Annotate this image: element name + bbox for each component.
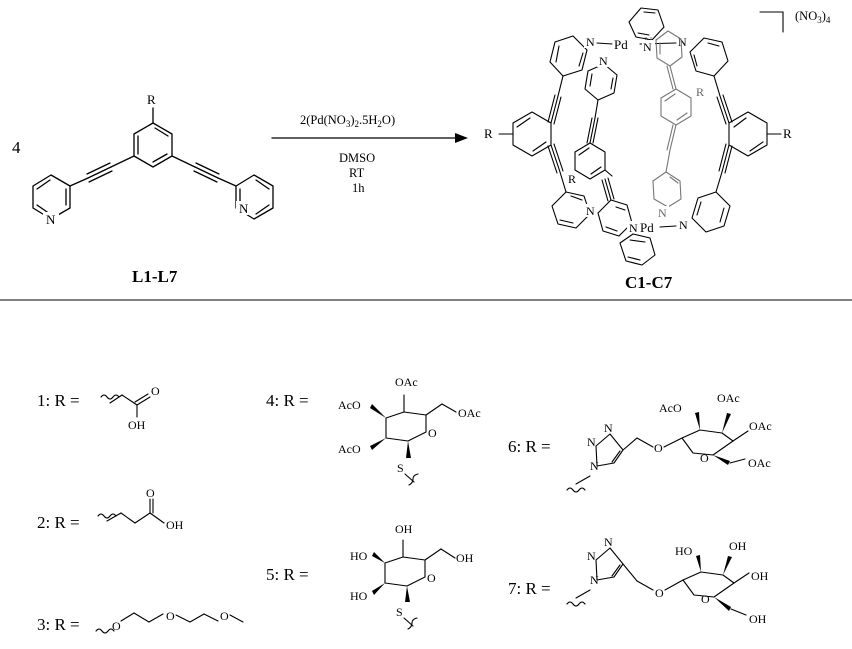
substituent-7-label: 7: R =	[508, 579, 551, 598]
s6-oac-top: OAc	[717, 391, 740, 405]
substituent-2-label: 2: R =	[37, 513, 80, 532]
condition-time: 1h	[352, 181, 365, 195]
substituent-5-label: 5: R =	[266, 565, 309, 584]
s6-ring-o: O	[700, 451, 709, 465]
s7-oh-bottom: OH	[749, 612, 767, 626]
s4-aco-lower: AcO	[338, 442, 361, 456]
substituent-2-structure: O OH	[97, 486, 184, 532]
s4-aco-upper: AcO	[338, 398, 361, 412]
s3-o2: O	[166, 609, 175, 623]
cage-complex-structure: (NO3)4 Pd Pd R N N	[484, 7, 831, 266]
reagent-text: 2(Pd(NO3)2.5H2O)	[300, 113, 395, 129]
s5-ho-upper: HO	[350, 549, 368, 563]
s5-oh-right: OH	[456, 551, 474, 565]
cage-right-r: R	[783, 126, 792, 141]
s5-ho-lower: HO	[350, 589, 368, 603]
s6-aco: AcO	[659, 401, 682, 415]
substituent-3-label: 3: R =	[37, 615, 80, 634]
substituent-4-structure: O OAc AcO OAc AcO S	[338, 375, 481, 486]
s6-n2: N	[587, 435, 596, 449]
cage-n-8: N	[658, 206, 667, 220]
pd-top-label: Pd	[614, 37, 628, 52]
ligand-r-label: R	[147, 92, 156, 107]
s1-o: O	[151, 384, 160, 398]
s4-s: S	[397, 461, 404, 475]
s7-oh-right: OH	[751, 569, 769, 583]
cage-n-6: N	[629, 221, 638, 235]
s6-oac-bottom: OAc	[748, 456, 771, 470]
substituent-1-structure: O OH	[100, 384, 160, 432]
substituent-4-label: 4: R =	[266, 391, 309, 410]
substituent-6-label: 6: R =	[508, 437, 551, 456]
s5-ring-o: O	[427, 571, 436, 585]
s2-oh: OH	[166, 518, 184, 532]
counterion-label: (NO3)4	[795, 9, 831, 25]
s2-o: O	[146, 486, 155, 500]
s5-oh-top: OH	[395, 522, 413, 536]
s7-oh-top: OH	[729, 539, 747, 553]
cage-n-2: N	[586, 204, 595, 218]
cage-left-r: R	[484, 126, 493, 141]
s7-n1: N	[590, 573, 599, 587]
substituent-5-structure: O OH HO OH HO S	[350, 522, 474, 630]
s4-oac-top: OAc	[395, 375, 418, 389]
substituent-1-label: 1: R =	[37, 391, 80, 410]
s7-o-link: O	[655, 586, 664, 600]
s6-oac-right: OAc	[749, 419, 772, 433]
s6-n3: N	[604, 421, 613, 435]
ligand-right-n: N	[239, 201, 249, 216]
cage-n-1: N	[586, 35, 595, 49]
stoichiometry-coefficient: 4	[12, 138, 21, 157]
s6-n1: N	[590, 459, 599, 473]
substituent-3-structure: O O O	[95, 609, 244, 634]
ligand-label: L1-L7	[132, 267, 178, 286]
cage-n-9: N	[643, 40, 652, 54]
condition-temperature: RT	[349, 166, 365, 180]
s7-n2: N	[587, 549, 596, 563]
s7-n3: N	[604, 535, 613, 549]
substituent-6-structure: N N N O O AcO OAc OAc OAc	[566, 391, 772, 493]
cage-back-r: R	[696, 85, 704, 99]
s7-ring-o: O	[701, 592, 710, 606]
reaction-arrow	[271, 133, 468, 143]
substituent-7-structure: N N N O O HO OH OH OH	[566, 535, 769, 626]
s3-o3: O	[220, 609, 229, 623]
cage-n-4: N	[679, 218, 688, 232]
pd-bottom-label: Pd	[640, 220, 654, 235]
s7-ho: HO	[675, 544, 693, 558]
s4-ring-o: O	[428, 426, 437, 440]
cage-n-3: N	[678, 35, 687, 49]
cage-n-5: N	[599, 54, 608, 68]
complex-label: C1-C7	[625, 273, 673, 292]
ligand-left-n: N	[46, 212, 56, 227]
s4-oac-right: OAc	[458, 406, 481, 420]
condition-solvent: DMSO	[339, 151, 375, 165]
s1-oh: OH	[128, 418, 146, 432]
s5-s: S	[396, 605, 403, 619]
s3-o1: O	[112, 619, 121, 633]
s6-o-link: O	[654, 441, 663, 455]
ligand-structure: R N N	[32, 92, 274, 227]
cage-center-r: R	[568, 172, 576, 186]
